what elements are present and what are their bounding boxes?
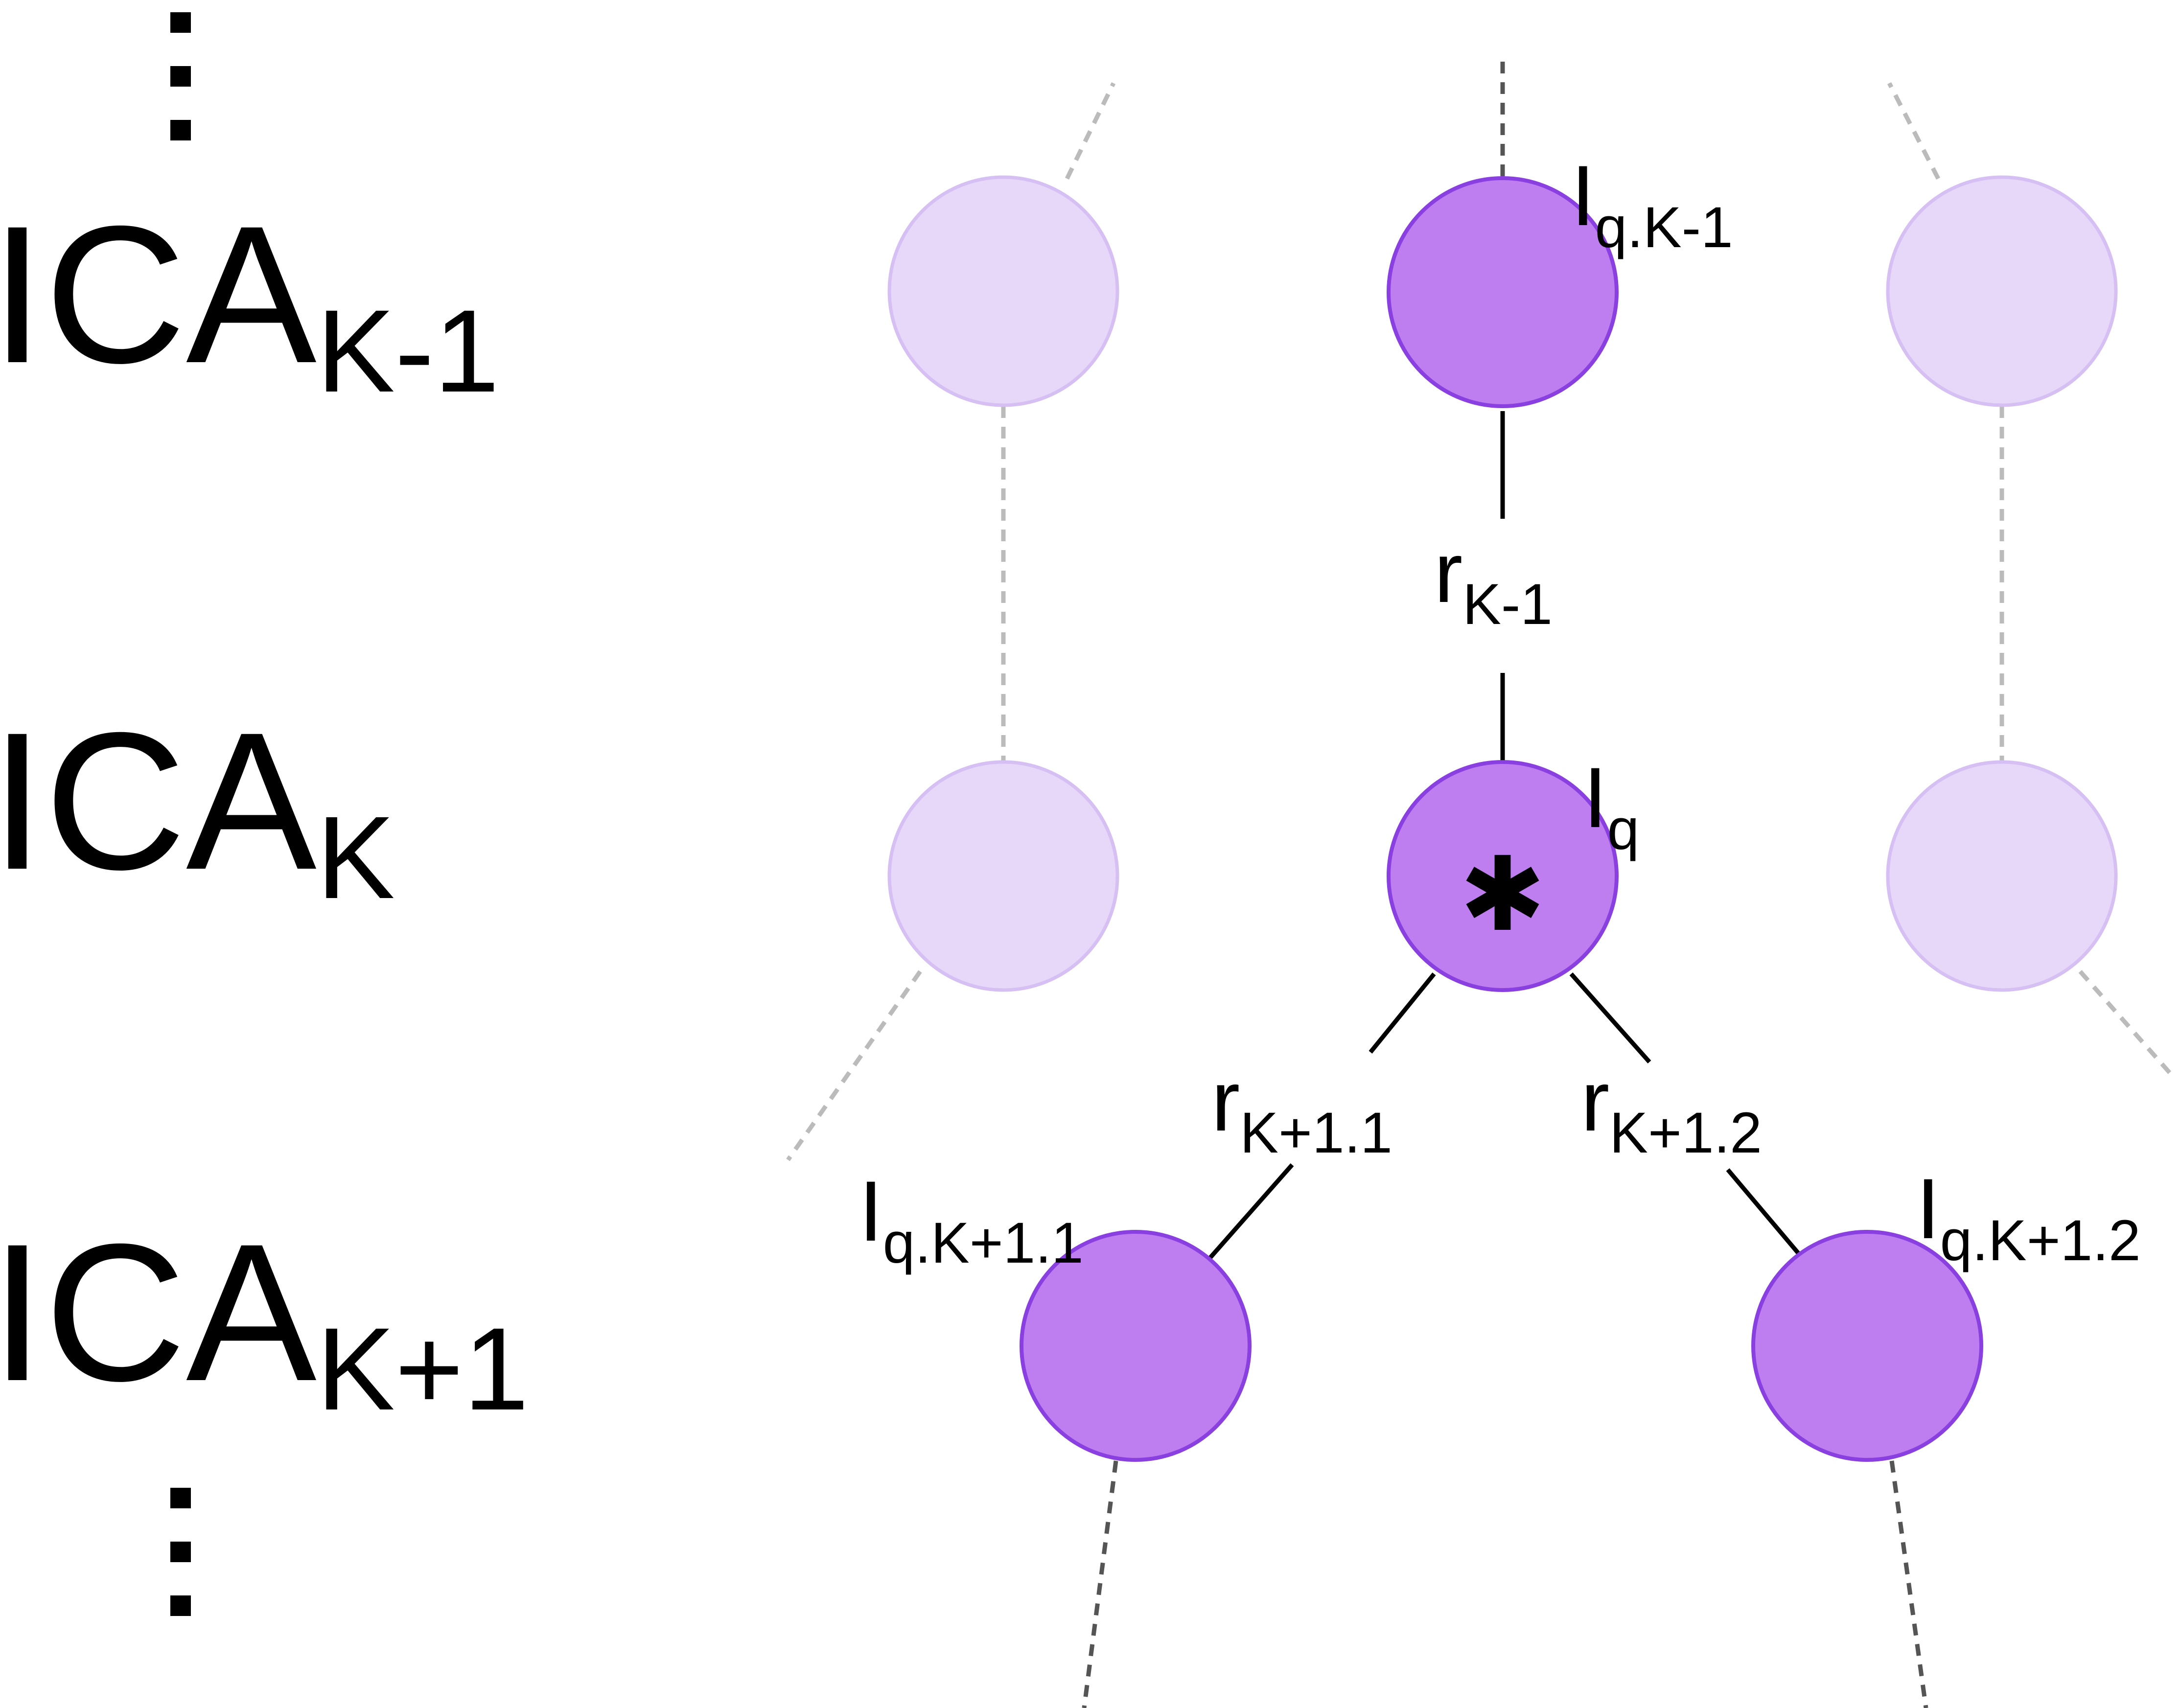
edge-label-down-left: rK+1.1 bbox=[1211, 1054, 1392, 1165]
faded-node-right-k-minus-1 bbox=[1886, 175, 2118, 407]
edge-down-right-lower bbox=[1726, 1168, 1804, 1259]
faded-edges bbox=[786, 82, 2175, 1161]
edge-label-up: rK-1 bbox=[1434, 525, 1553, 637]
node-right-child bbox=[1751, 1230, 1983, 1462]
node-label-right-child: Iq.K+1.2 bbox=[1916, 1161, 2141, 1273]
node-label-top: Iq.K-1 bbox=[1571, 148, 1733, 260]
row-label-k: ICAK bbox=[0, 692, 395, 923]
faded-edge-right-bottom-out bbox=[2078, 970, 2175, 1078]
faded-edge-right-top-in bbox=[1887, 82, 1941, 180]
node-label-left-child: Iq.K+1.1 bbox=[859, 1164, 1084, 1275]
top-vertical-ellipsis-icon bbox=[170, 12, 191, 140]
row-label-k-plus-1: ICAK+1 bbox=[0, 1203, 529, 1434]
node-left-child bbox=[1020, 1230, 1252, 1462]
dotted-edge-right-child-out bbox=[1889, 1460, 1928, 1708]
edge-down-right-upper bbox=[1569, 972, 1651, 1063]
edge-down-left-upper bbox=[1369, 972, 1436, 1054]
edge-down-left-lower bbox=[1206, 1163, 1294, 1262]
solid-edges bbox=[1206, 411, 1804, 1262]
faded-node-left-k-minus-1 bbox=[887, 175, 1119, 407]
dotted-edges bbox=[1082, 59, 1928, 1708]
bottom-vertical-ellipsis-icon bbox=[170, 1488, 191, 1616]
faded-edge-left-bottom-out bbox=[786, 970, 922, 1161]
faded-edge-left-top-in bbox=[1065, 82, 1116, 180]
dotted-edge-left-child-out bbox=[1082, 1460, 1118, 1708]
node-label-center: Iq bbox=[1583, 750, 1639, 862]
faded-node-left-k bbox=[887, 760, 1119, 992]
node-top bbox=[1387, 176, 1619, 408]
node-center bbox=[1387, 760, 1619, 992]
asterisk-icon: ✱ bbox=[1460, 834, 1546, 954]
faded-node-right-k bbox=[1886, 760, 2118, 992]
edge-label-down-right: rK+1.2 bbox=[1581, 1054, 1762, 1165]
row-label-k-minus-1: ICAK-1 bbox=[0, 185, 499, 416]
